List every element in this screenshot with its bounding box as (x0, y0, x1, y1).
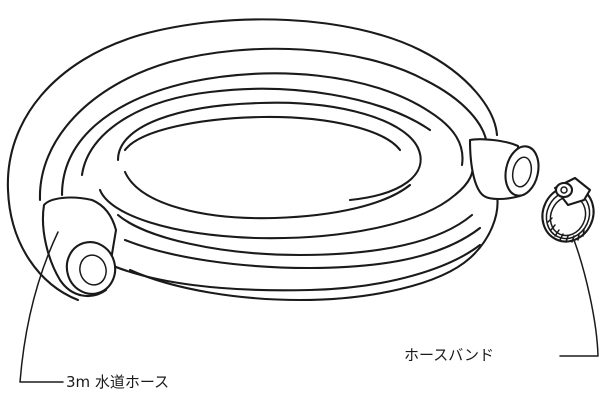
hose-clamp-label: ホースバンド (404, 346, 495, 364)
hose-clamp-icon (541, 176, 595, 243)
hose-leader-line (19, 231, 64, 383)
hose-label: 3m 水道ホース (66, 373, 170, 391)
clamp-leader-line (559, 239, 599, 357)
coiled-hose-icon (6, 18, 540, 302)
